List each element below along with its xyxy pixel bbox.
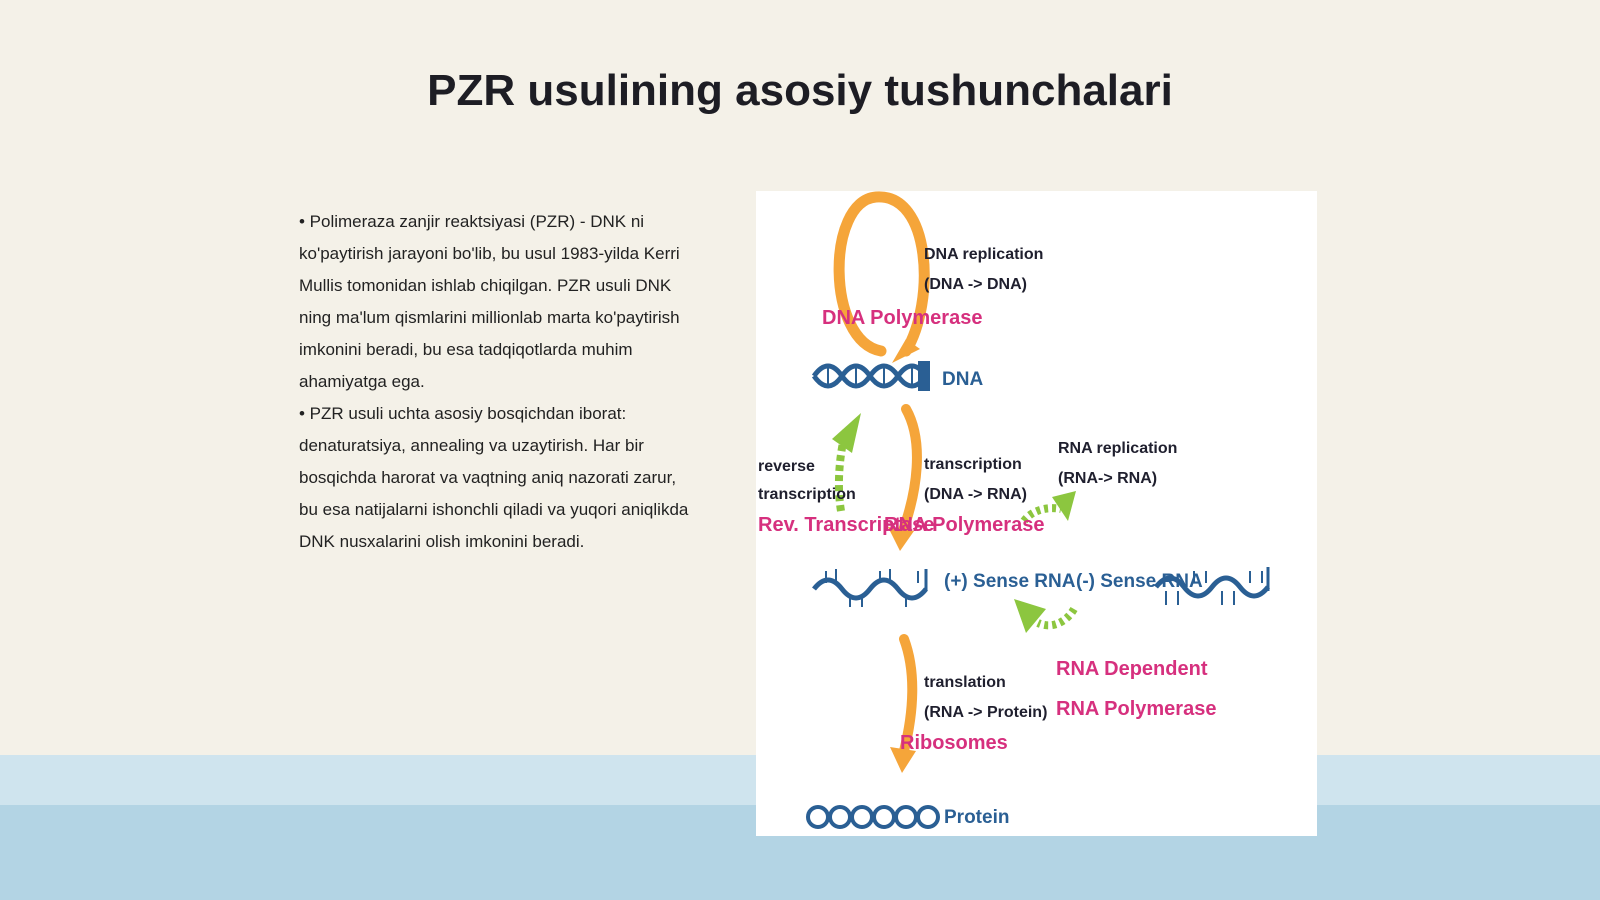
slide-title: PZR usulining asosiy tushunchalari <box>427 66 1173 115</box>
central-dogma-diagram: DNA replication (DNA -> DNA) DNA Polymer… <box>756 191 1317 836</box>
dna-replication-arrow <box>833 191 930 357</box>
label-translation: translation <box>924 674 1006 691</box>
dna-replication-arrowhead <box>892 339 920 363</box>
label-rev-transcriptase: Rev. Transcriptase <box>758 514 934 536</box>
minus-sense-rna-strand-icon <box>1154 567 1270 605</box>
label-dna-to-dna: (DNA -> DNA) <box>924 276 1027 293</box>
label-dna-polymerase: DNA Polymerase <box>822 307 982 329</box>
label-rna-replication: RNA replication <box>1058 440 1177 457</box>
transcription-arrow <box>896 404 922 541</box>
label-minus-sense-rna: (-) Sense RNA <box>1076 571 1203 592</box>
label-dna: DNA <box>942 369 983 390</box>
paragraph-pcr-stages: • PZR usuli uchta asosiy bosqichdan ibor… <box>299 404 689 551</box>
paragraph-pcr-definition: • Polimeraza zanjir reaktsiyasi (PZR) - … <box>299 212 680 391</box>
translation-arrow <box>899 634 918 756</box>
label-protein: Protein <box>944 807 1009 828</box>
label-rna-dependent: RNA Dependent <box>1056 658 1208 680</box>
translation-arrowhead <box>890 747 916 773</box>
dna-helix-icon <box>811 361 930 391</box>
label-dna-replication: DNA replication <box>924 246 1043 263</box>
label-rna-to-protein: (RNA -> Protein) <box>924 704 1047 721</box>
reverse-transcription-arrow <box>832 413 861 512</box>
label-rna-dependent-polymerase: RNA Polymerase <box>1056 698 1216 720</box>
label-transcription: transcription <box>924 456 1022 473</box>
label-ribosomes: Ribosomes <box>900 732 1008 754</box>
label-rna-polymerase: RNA Polymerase <box>884 514 1044 536</box>
label-plus-sense-rna: (+) Sense RNA <box>944 571 1076 592</box>
label-dna-to-rna: (DNA -> RNA) <box>924 486 1027 503</box>
label-transcription-word: transcription <box>758 486 856 503</box>
rna-replication-arrows <box>1014 491 1078 633</box>
label-rna-to-rna: (RNA-> RNA) <box>1058 470 1157 487</box>
protein-chain-icon <box>806 805 940 829</box>
plus-sense-rna-strand-icon <box>812 569 928 607</box>
transcription-arrowhead <box>888 527 914 551</box>
label-reverse: reverse <box>758 458 815 475</box>
slide-body: • Polimeraza zanjir reaktsiyasi (PZR) - … <box>299 206 699 558</box>
